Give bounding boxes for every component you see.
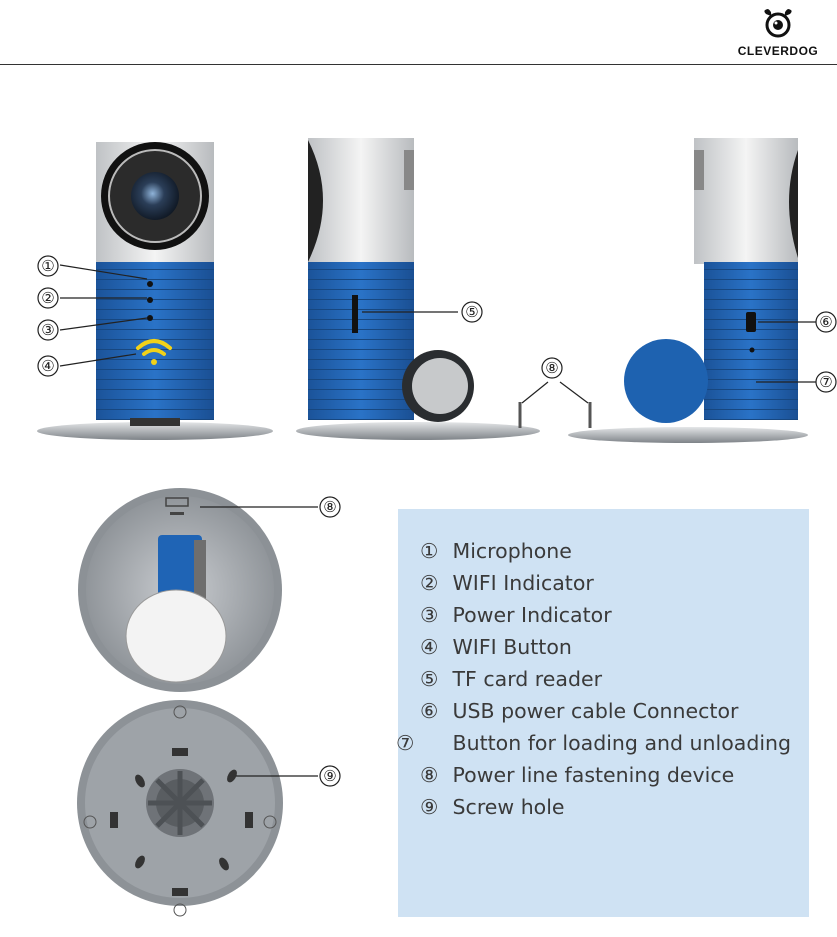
camera-lens-icon <box>131 172 179 220</box>
callout-1: ① <box>41 257 54 275</box>
legend-item: ⑤ TF card reader <box>420 663 809 695</box>
legend-item: ② WIFI Indicator <box>420 567 809 599</box>
legend-item: ③ Power Indicator <box>420 599 809 631</box>
base-bottom-view <box>77 700 283 916</box>
callout-2: ② <box>41 289 54 307</box>
base-top-view <box>78 488 282 692</box>
usb-port <box>746 312 756 332</box>
wifi-indicator-led <box>147 297 153 303</box>
front-view-camera <box>37 142 273 440</box>
power-indicator-led <box>147 315 153 321</box>
legend-item: ④ WIFI Button <box>420 631 809 663</box>
callout-9: ⑨ <box>323 767 336 785</box>
parts-legend: ① Microphone ② WIFI Indicator ③ Power In… <box>398 509 809 917</box>
screw-slot-top <box>172 748 188 756</box>
tf-card-slot <box>352 295 358 333</box>
blue-stand-ball <box>624 339 708 423</box>
legend-item: ⑧ Power line fastening device <box>420 759 809 791</box>
microphone-hole <box>147 281 153 287</box>
callout-8-base: ⑧ <box>323 498 336 516</box>
callout-5: ⑤ <box>465 303 478 321</box>
legend-item: ⑥ USB power cable Connector <box>420 695 809 727</box>
legend-item: ① Microphone <box>420 535 809 567</box>
side-view-left <box>296 138 540 440</box>
callout-8-top: ⑧ <box>545 359 558 377</box>
callout-7: ⑦ <box>819 373 832 391</box>
callout-3: ③ <box>41 321 54 339</box>
legend-item: ⑦ Button for loading and unloading <box>420 727 809 759</box>
callout-4: ④ <box>41 357 54 375</box>
side-view-right <box>568 138 808 443</box>
power-line-fastener <box>520 382 590 428</box>
callout-6: ⑥ <box>819 313 832 331</box>
legend-item: ⑨ Screw hole <box>420 791 809 823</box>
